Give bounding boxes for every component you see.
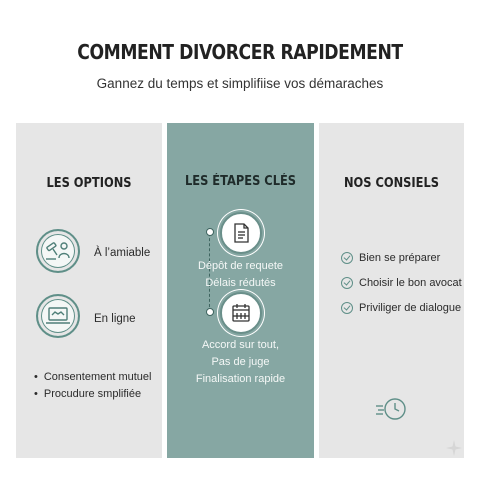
bullet-item: Consentement mutuel bbox=[34, 369, 152, 386]
list-item: Priviliger de dialogue bbox=[341, 295, 462, 320]
check-icon bbox=[341, 251, 353, 264]
advice-list: Bien se préparer Choisir le bon avocat P… bbox=[341, 245, 462, 320]
calendar-icon bbox=[220, 292, 262, 334]
check-icon bbox=[341, 301, 353, 314]
check-icon bbox=[341, 276, 353, 289]
option-amiable-label: À l’amiable bbox=[94, 247, 151, 259]
page-title: COMMENT DIVORCER RAPIDEMENT bbox=[77, 40, 403, 64]
bullet-item: Procudure smplifiée bbox=[34, 386, 151, 403]
option-online-label: En ligne bbox=[94, 313, 136, 325]
page-subtitle: Gannez du temps et simplifiise vos démar… bbox=[96, 76, 384, 91]
options-heading: LES OPTIONS bbox=[46, 176, 132, 191]
advice-heading: NOS CONSIELS bbox=[343, 176, 440, 191]
document-icon bbox=[220, 212, 262, 254]
list-item: Bien se préparer bbox=[341, 245, 462, 270]
advice-panel: NOS CONSIELS Bien se préparer Choisir le… bbox=[319, 123, 464, 458]
options-panel: LES OPTIONS À l’amiable En ligne Consent… bbox=[16, 123, 162, 458]
gavel-person-icon bbox=[36, 229, 80, 273]
laptop-handshake-icon bbox=[36, 294, 80, 338]
step2-text: Accord sur tout, Pas de juge Finalisatio… bbox=[195, 339, 286, 385]
list-item: Choisir le bon avocat bbox=[341, 270, 462, 295]
timeline-line bbox=[209, 228, 211, 312]
fast-clock-icon bbox=[376, 398, 406, 420]
options-bullets: Consentement mutuel Procudure smplifiée bbox=[34, 369, 152, 403]
timeline-dot bbox=[206, 228, 214, 236]
sparkle-icon bbox=[446, 440, 462, 456]
steps-panel: LES ÉTAPES CLÉS Dépôt de requete Délais … bbox=[167, 123, 314, 458]
timeline-dot bbox=[206, 308, 214, 316]
step1-text: Dépôt de requete Délais rédutés bbox=[197, 260, 283, 289]
steps-heading: LES ÉTAPES CLÉS bbox=[184, 174, 297, 189]
